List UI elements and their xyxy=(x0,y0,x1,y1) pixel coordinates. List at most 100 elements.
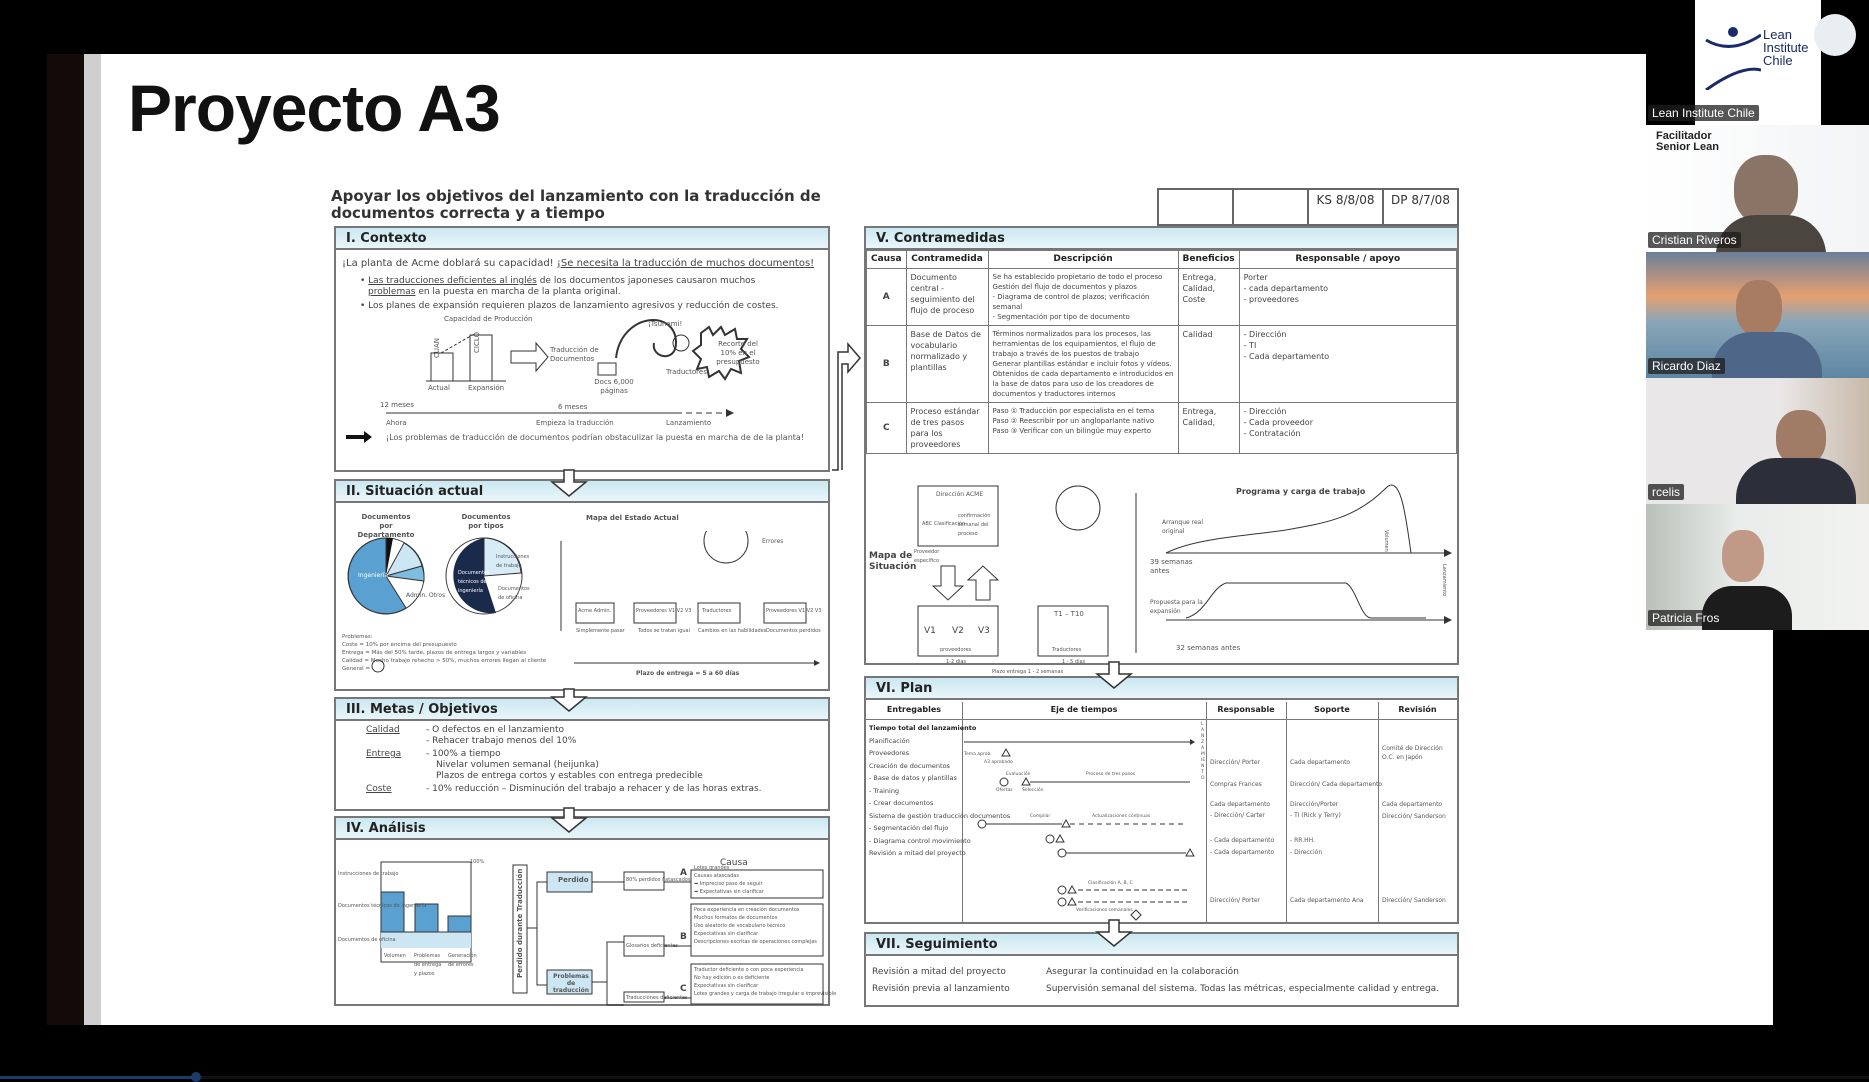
cause-cell: B xyxy=(866,325,907,403)
docs-label: Docs 6,000 páginas xyxy=(594,378,634,395)
lead-time: Plazo de entrega = 5 a 60 días xyxy=(636,670,740,677)
m6: 6 meses xyxy=(558,403,588,411)
bullet-1-u2: problemas xyxy=(368,287,416,297)
expansion-proposal: Propuesta para la expansión xyxy=(1150,599,1203,615)
acme-direction: Dirección ACME xyxy=(936,491,984,498)
cause-item: Descripciones escritas de operaciones co… xyxy=(694,939,817,945)
participant-tile[interactable]: rcelis xyxy=(1646,378,1869,504)
vertical-label: Perdido durante Traducción xyxy=(516,868,524,978)
playback-track[interactable] xyxy=(0,1072,1869,1082)
video-person xyxy=(1734,155,1798,225)
launch-label: Lanzamiento xyxy=(666,419,712,427)
map-box: Acme Admin. xyxy=(578,608,612,614)
mid-box: 80% perdidos / atascados xyxy=(626,877,691,883)
responsible-line: - Dirección xyxy=(1243,407,1287,416)
pie2-title: Documentos por tipos xyxy=(461,513,511,530)
tl-label: Tema aprob. xyxy=(964,752,992,757)
benefit-cell: Entrega, Calidad, xyxy=(1177,402,1240,454)
participant-tile[interactable]: Ricardo Diaz xyxy=(1646,252,1869,378)
table-header: Responsable / apoyo xyxy=(1238,250,1458,269)
days-1-5: 1 - 5 días xyxy=(1062,659,1086,665)
context-lead2: ¡Se necesita la traducción de muchos doc… xyxy=(556,258,815,269)
weeks-32: 32 semanas antes xyxy=(1176,644,1241,652)
map-cloud: Simplemente pasar xyxy=(576,628,625,634)
context-lead: ¡La planta de Acme doblará su capacidad! xyxy=(342,258,554,269)
pie2-slice xyxy=(453,538,496,614)
responsible: Compras Frances xyxy=(1210,781,1262,788)
responsible-cell: Porter- cada departamento- proveedores xyxy=(1238,268,1458,326)
y-label: Instrucciones de trabajo xyxy=(338,871,399,877)
participant-tile[interactable]: Lean Institute Chile Lean Institute Chil… xyxy=(1646,0,1869,125)
cause-letter: C xyxy=(680,984,687,994)
playback-handle[interactable] xyxy=(191,1072,202,1082)
cause-item: Expectativas sin clarificar xyxy=(694,931,759,937)
cause-item: Muchos formatos de documentos xyxy=(694,915,778,921)
deliverable: - Diagrama control movimiento xyxy=(869,836,971,845)
cause-item: Uso aleatorio de vocabulario técnico xyxy=(694,923,786,929)
y-label: Documentos de oficina xyxy=(338,937,396,943)
support: Cada departamento xyxy=(1290,759,1351,766)
suppliers-label: proveedores xyxy=(940,647,972,653)
review: Dirección/ Sanderson xyxy=(1382,813,1446,820)
participant-tile[interactable]: Patricia Fros xyxy=(1646,504,1869,630)
cause-cell: A xyxy=(866,268,907,326)
support: Cada departamento Ana xyxy=(1290,897,1364,904)
goal-row: Coste- 10% reducción – Disminución del t… xyxy=(366,784,762,795)
signature-box: KS 8/8/08 DP 8/7/08 xyxy=(1157,188,1459,226)
description-line: - Diagrama de control de plazos; verific… xyxy=(992,293,1150,311)
a3-goal: Apoyar los objetivos del lanzamiento con… xyxy=(331,187,821,222)
waterfall-bar xyxy=(447,915,472,933)
section-title: II. Situación actual xyxy=(336,481,828,503)
goal-value: Nivelar volumen semanal (heijunka) xyxy=(436,760,599,770)
video-person xyxy=(1776,410,1826,466)
pct-label: 100% xyxy=(470,859,485,865)
v1: V1 xyxy=(924,626,936,636)
goal-values: - O defectos en el lanzamiento- Rehacer … xyxy=(426,725,576,747)
deliverable: Proveedores xyxy=(869,749,910,757)
tl-label: Verificaciones semanales xyxy=(1076,908,1133,913)
deliverable: Creación de documentos xyxy=(869,761,950,770)
weeks-39: 39 semanas antes xyxy=(1150,558,1193,575)
cause-item: ➡ Impreciso paso de seguir xyxy=(694,881,763,887)
responsible: Cada departamento xyxy=(1210,801,1271,808)
slide-edge xyxy=(47,54,84,1025)
deliverable: Planificación xyxy=(869,736,910,745)
capacity-label: Capacidad de Producción xyxy=(444,315,533,323)
cause-item: Causas atascadas xyxy=(694,873,739,879)
cause-item: No hay edición o es deficiente xyxy=(694,975,770,981)
responsible-line: - Dirección xyxy=(1243,330,1287,339)
participant-tile[interactable]: Facilitador Senior Lean Cristian Riveros xyxy=(1646,125,1869,252)
tl-label: Compilar xyxy=(1030,814,1051,819)
section-title: VII. Seguimiento xyxy=(866,934,1457,956)
section-situacion: II. Situación actual Documentos por Depa… xyxy=(334,479,830,691)
budget-cut-label: Recorte del 10% en el presupuesto xyxy=(716,340,760,366)
timeline xyxy=(964,739,1195,921)
responsible-line: - Cada proveedor xyxy=(1243,418,1313,427)
problem: General = xyxy=(342,666,371,672)
bar2-label: CICLO xyxy=(473,332,481,353)
tl-launch: LANZAMIENTO xyxy=(1201,722,1206,781)
sig-1 xyxy=(1159,190,1234,224)
section-title: I. Contexto xyxy=(336,228,828,250)
followup-item: Revisión previa al lanzamiento xyxy=(872,984,1010,994)
description-line: Paso ① Traducción por especialista en el… xyxy=(992,407,1155,415)
problem: Problemas: xyxy=(342,634,373,640)
x-label: Generación de errores xyxy=(448,953,477,968)
waterfall-bar xyxy=(380,891,405,933)
support: - RR.HH. xyxy=(1290,837,1315,844)
followup-item: Revisión a mitad del proyecto xyxy=(872,967,1006,977)
video-person xyxy=(1736,280,1782,336)
review: Cada departamento xyxy=(1382,801,1443,808)
context-diagram xyxy=(346,319,751,443)
logo-text: Lean Institute Chile xyxy=(1763,27,1809,68)
review: Dirección/ Sanderson xyxy=(1382,897,1446,904)
responsible: - Dirección/ Carter xyxy=(1210,812,1265,819)
section-title: VI. Plan xyxy=(866,678,1457,700)
launch-label: Lanzamiento xyxy=(1441,564,1447,597)
description-line: Obtenidos de cada departamento e introdu… xyxy=(992,370,1174,398)
